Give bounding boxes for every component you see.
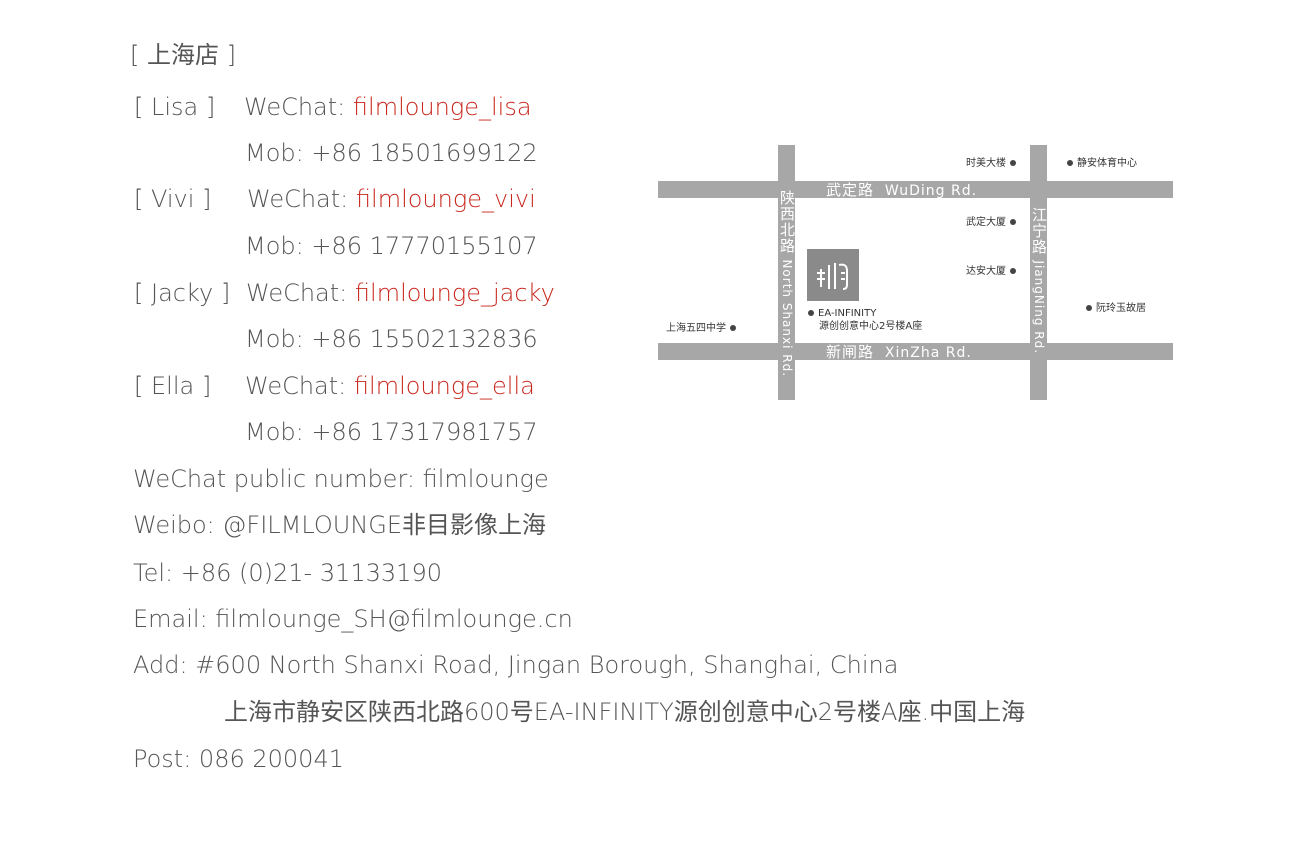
poi-jingan-sports-center: 静安体育中心 bbox=[1063, 158, 1137, 170]
location-dot-icon bbox=[1086, 305, 1092, 311]
location-dot-icon bbox=[808, 310, 814, 316]
mob-label: Mob: bbox=[245, 418, 304, 446]
mob-number: +86 17317981757 bbox=[311, 418, 538, 446]
contact-vivi-wechat: WeChat: filmlounge_vivi bbox=[247, 184, 536, 214]
location-dot-icon bbox=[1010, 268, 1016, 274]
location-dot-icon bbox=[1010, 160, 1016, 166]
poi-ea-infinity-cn: 源创创意中心2号楼A座 bbox=[819, 321, 923, 332]
building-logo-icon bbox=[817, 263, 848, 290]
poi-ruanlingyu-residence: 阮玲玉故居 bbox=[1082, 303, 1146, 315]
address-en: Add: #600 North Shanxi Road, Jingan Boro… bbox=[133, 651, 899, 679]
mob-label: Mob: bbox=[245, 232, 304, 260]
email: Email: filmlounge_SH@filmlounge.cn bbox=[133, 605, 573, 633]
poi-shanghai-no54-school: 上海五四中学 bbox=[666, 323, 740, 335]
wechat-label: WeChat: bbox=[247, 185, 349, 213]
contact-ella-name: [ Ella ] bbox=[134, 372, 212, 400]
mob-number: +86 18501699122 bbox=[311, 139, 538, 167]
contact-ella-mob: Mob: +86 17317981757 bbox=[245, 417, 538, 447]
wechat-id: filmlounge_jacky bbox=[354, 279, 555, 307]
contact-jacky-wechat: WeChat: filmlounge_jacky bbox=[246, 278, 555, 308]
road-name-en: North Shanxi Rd. bbox=[780, 259, 794, 378]
road-name-cn: 陕西北路 bbox=[778, 190, 796, 254]
telephone: Tel: +86 (0)21- 31133190 bbox=[133, 559, 442, 587]
location-dot-icon bbox=[1067, 160, 1073, 166]
wechat-label: WeChat: bbox=[245, 372, 347, 400]
poi-wuding-building: 武定大厦 bbox=[966, 217, 1020, 229]
road-north-shanxi bbox=[778, 145, 795, 400]
wechat-id: filmlounge_ella bbox=[353, 372, 535, 400]
wechat-public-number: WeChat public number: filmlounge bbox=[133, 465, 549, 493]
contact-ella-wechat: WeChat: filmlounge_ella bbox=[245, 371, 535, 401]
location-dot-icon bbox=[730, 325, 736, 331]
location-map: 武定路 WuDing Rd. 新闸路 XinZha Rd. 陕西北路 North… bbox=[658, 145, 1173, 400]
poi-shimei-building: 时美大楼 bbox=[966, 158, 1020, 170]
ea-infinity-logo bbox=[807, 249, 859, 301]
mob-label: Mob: bbox=[245, 325, 304, 353]
postcode: Post: 086 200041 bbox=[133, 745, 344, 773]
road-name-cn: 武定路 bbox=[826, 181, 875, 199]
mob-number: +86 15502132836 bbox=[311, 325, 538, 353]
location-dot-icon bbox=[1010, 219, 1016, 225]
mob-number: +86 17770155107 bbox=[311, 232, 538, 260]
contact-vivi-mob: Mob: +86 17770155107 bbox=[245, 231, 538, 261]
store-title: [ 上海店 ] bbox=[130, 41, 236, 69]
weibo: Weibo: @FILMLOUNGE非目影像上海 bbox=[133, 511, 547, 539]
road-name-cn: 新闸路 bbox=[826, 343, 875, 361]
mob-label: Mob: bbox=[245, 139, 304, 167]
wechat-label: WeChat: bbox=[246, 279, 348, 307]
road-label-xinzha: 新闸路 XinZha Rd. bbox=[826, 344, 972, 361]
road-name-en: JiangNing Rd. bbox=[1032, 260, 1046, 355]
road-jiangning bbox=[1030, 145, 1047, 400]
contact-vivi-name: [ Vivi ] bbox=[134, 185, 212, 213]
road-label-north-shanxi: 陕西北路 North Shanxi Rd. bbox=[778, 190, 796, 378]
road-label-wuding: 武定路 WuDing Rd. bbox=[826, 182, 977, 199]
contact-lisa-name: [ Lisa ] bbox=[134, 93, 216, 121]
road-name-en: XinZha Rd. bbox=[884, 345, 972, 361]
wechat-id: filmlounge_lisa bbox=[352, 93, 532, 121]
contact-jacky-name: [ Jacky ] bbox=[134, 279, 231, 307]
contact-lisa-wechat: WeChat: filmlounge_lisa bbox=[244, 92, 532, 122]
wechat-label: WeChat: bbox=[244, 93, 346, 121]
poi-daan-building: 达安大厦 bbox=[966, 266, 1020, 278]
road-name-cn: 江宁路 bbox=[1030, 207, 1048, 255]
contact-lisa-mob: Mob: +86 18501699122 bbox=[245, 138, 538, 168]
wechat-id: filmlounge_vivi bbox=[355, 185, 536, 213]
poi-ea-infinity: EA-INFINITY bbox=[808, 308, 876, 320]
road-name-en: WuDing Rd. bbox=[884, 183, 978, 199]
contact-jacky-mob: Mob: +86 15502132836 bbox=[245, 324, 538, 354]
road-label-jiangning: 江宁路 JiangNing Rd. bbox=[1030, 207, 1048, 355]
address-cn: 上海市静安区陕西北路600号EA-INFINITY源创创意中心2号楼A座.中国上… bbox=[224, 698, 1026, 726]
